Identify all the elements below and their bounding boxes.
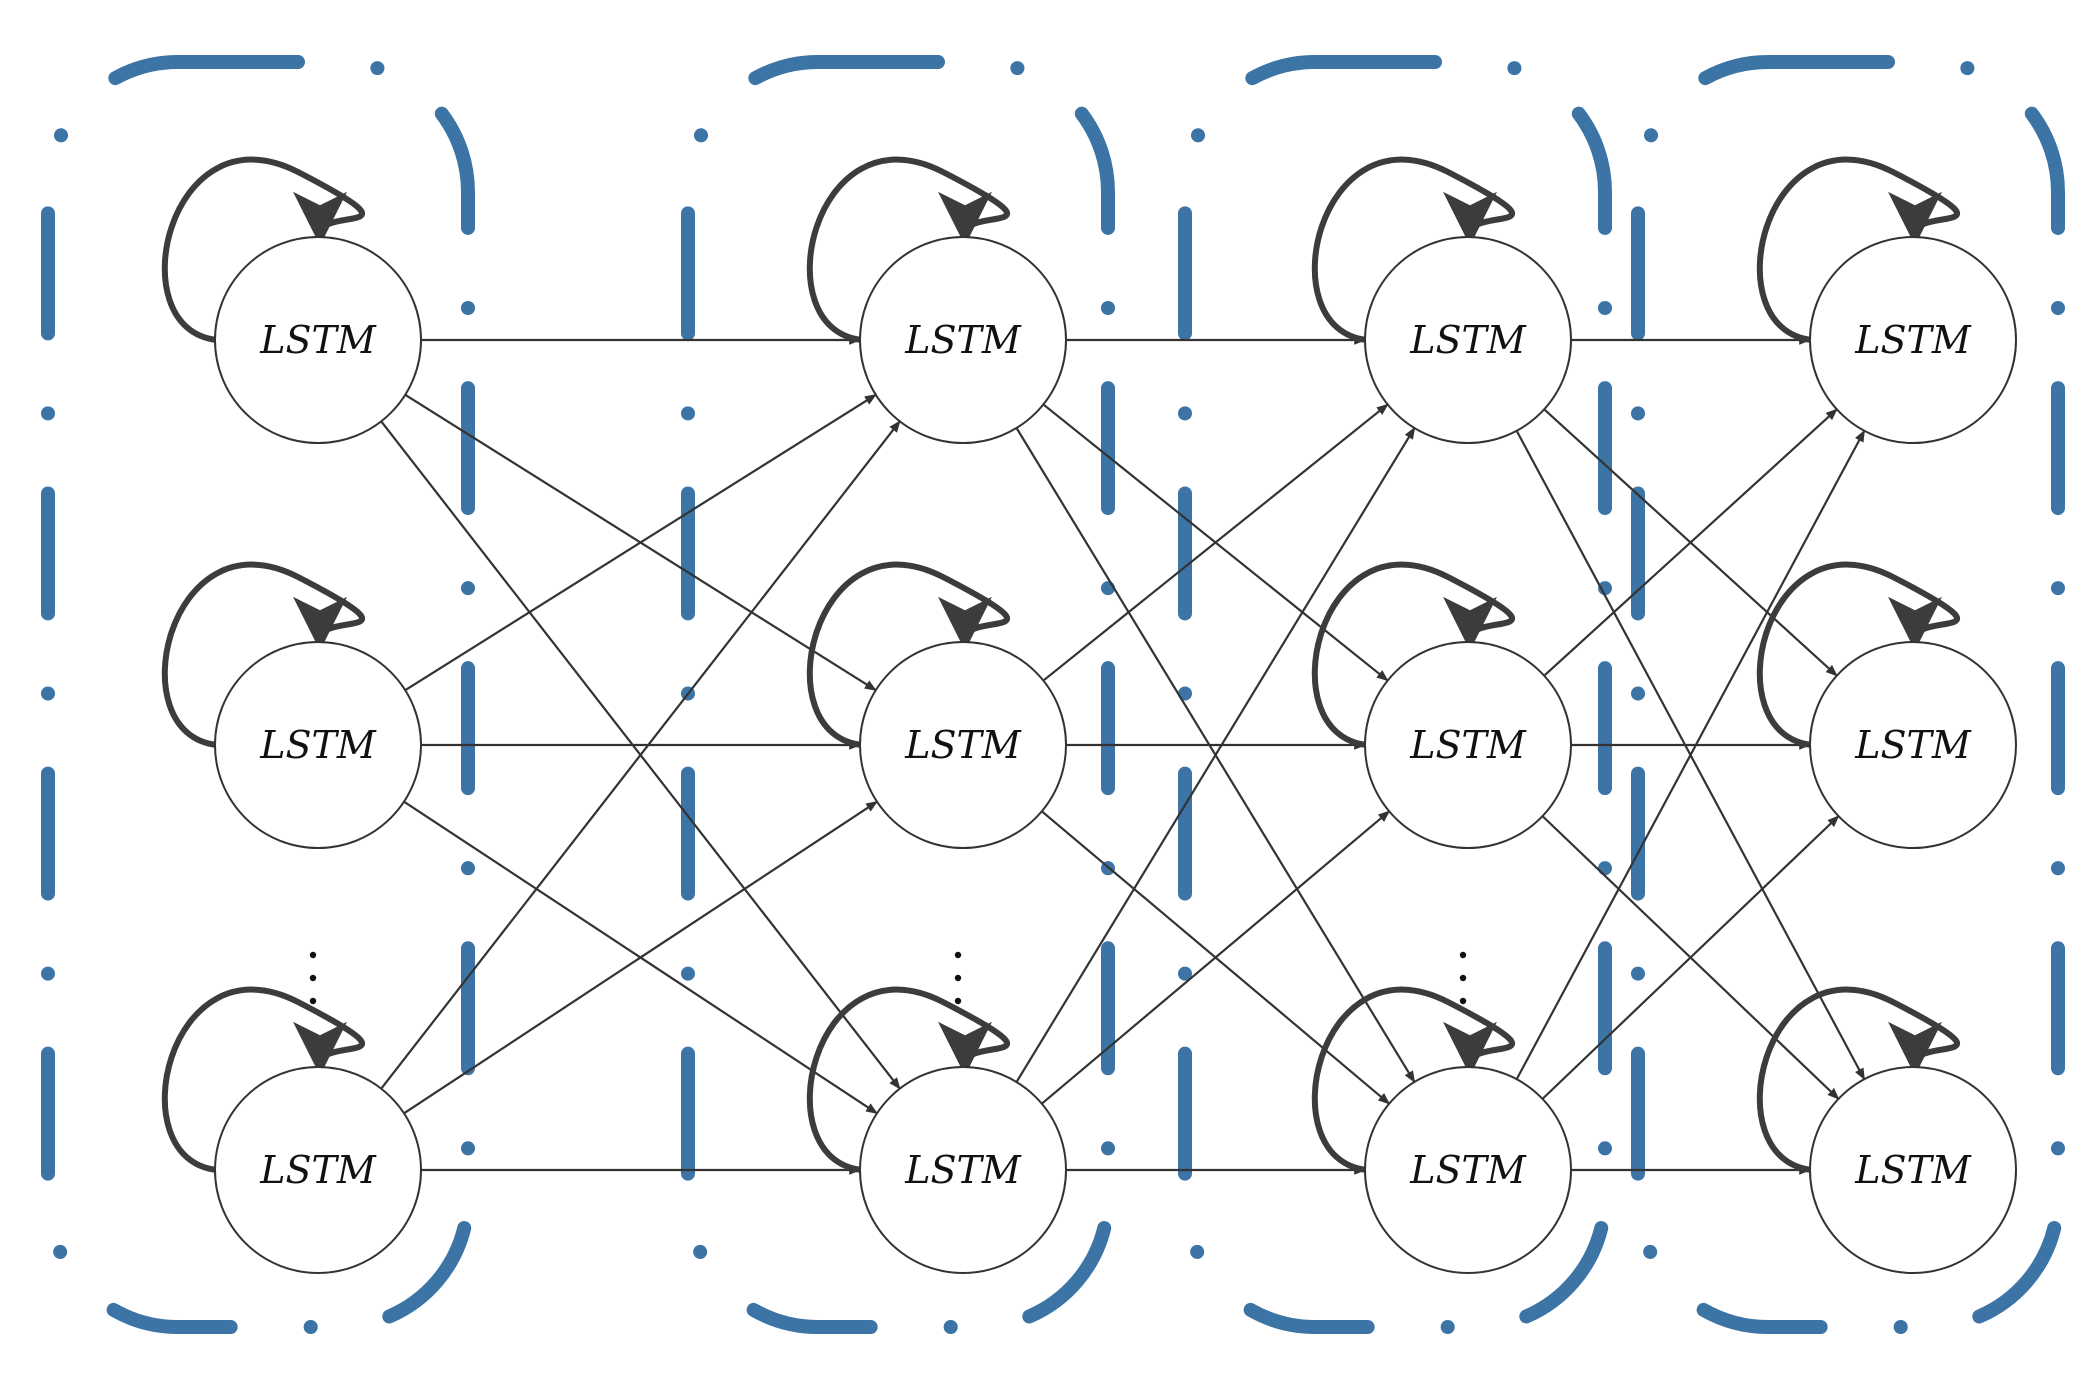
edge-l2n3-l3n1	[1015, 426, 1416, 1083]
lstm-node-circle	[1364, 236, 1572, 444]
lstm-node-l4-2: LSTM	[1756, 561, 2017, 849]
edge-l3n3-l4n2	[1541, 815, 1840, 1100]
ellipsis-marks	[309, 951, 1467, 1005]
ellipsis-l2	[954, 951, 962, 1005]
self-loop-arrow	[806, 561, 1011, 748]
lstm-node-circle	[1809, 641, 2017, 849]
self-loop-arrow	[1311, 156, 1516, 343]
edge-l2n2-l3n1	[1042, 403, 1389, 682]
edge-l3n3-l4n1	[1515, 429, 1866, 1080]
layer-group-4	[1631, 55, 2065, 1334]
lstm-nodes: LSTM LSTM LSTM LSTM LSTM LSTM LSTM LSTM LSTM LSTM…	[161, 156, 2017, 1274]
lstm-node-l3-2: LSTM	[1311, 561, 1572, 849]
layer-group-3	[1178, 55, 1612, 1334]
lstm-node-label: LSTM	[904, 1148, 1022, 1192]
lstm-node-circle	[859, 641, 1067, 849]
lstm-node-l3-1: LSTM	[1311, 156, 1572, 444]
lstm-node-circle	[1364, 641, 1572, 849]
lstm-node-label: LSTM	[1854, 318, 1972, 362]
ellipsis-l3	[1459, 951, 1467, 1005]
lstm-node-l2-3: LSTM	[806, 986, 1067, 1274]
lstm-node-l1-2: LSTM	[161, 561, 422, 849]
lstm-node-label: LSTM	[259, 1148, 377, 1192]
lstm-node-l4-3: LSTM	[1756, 986, 2017, 1274]
lstm-node-l2-2: LSTM	[806, 561, 1067, 849]
lstm-node-label: LSTM	[259, 723, 377, 767]
lstm-node-circle	[1809, 236, 2017, 444]
lstm-node-circle	[1364, 1066, 1572, 1274]
lstm-node-label: LSTM	[1854, 723, 1972, 767]
self-loop-arrow	[806, 986, 1011, 1173]
self-loop-arrow	[1756, 561, 1961, 748]
lstm-node-circle	[859, 1066, 1067, 1274]
lstm-node-label: LSTM	[904, 318, 1022, 362]
lstm-node-circle	[214, 641, 422, 849]
lstm-node-circle	[1809, 1066, 2017, 1274]
self-loop-arrow	[1756, 986, 1961, 1173]
edge-l1n2-l2n1	[404, 393, 877, 692]
lstm-node-label: LSTM	[1854, 1148, 1972, 1192]
layer-group-1	[41, 55, 475, 1334]
self-loop-arrow	[1311, 561, 1516, 748]
edge-l1n3-l2n2	[403, 800, 878, 1115]
edge-l2n3-l3n2	[1041, 810, 1391, 1105]
self-loop-arrow	[1311, 986, 1516, 1173]
self-loop-arrow	[161, 986, 366, 1173]
connections	[380, 335, 1866, 1175]
edge-l1n3-l2n1	[380, 420, 901, 1090]
lstm-node-label: LSTM	[1409, 1148, 1527, 1192]
edge-l3n2-l4n1	[1543, 408, 1838, 677]
lstm-node-label: LSTM	[1409, 318, 1527, 362]
lstm-node-l4-1: LSTM	[1756, 156, 2017, 444]
lstm-node-circle	[214, 236, 422, 444]
lstm-node-label: LSTM	[1409, 723, 1527, 767]
ellipsis-l1	[309, 951, 317, 1005]
lstm-node-l1-3: LSTM	[161, 986, 422, 1274]
lstm-node-l3-3: LSTM	[1311, 986, 1572, 1274]
lstm-node-l1-1: LSTM	[161, 156, 422, 444]
self-loop-arrow	[161, 156, 366, 343]
self-loop-arrow	[806, 156, 1011, 343]
self-loop-arrow	[161, 561, 366, 748]
lstm-node-circle	[214, 1066, 422, 1274]
lstm-node-label: LSTM	[904, 723, 1022, 767]
lstm-node-circle	[859, 236, 1067, 444]
self-loop-arrow	[1756, 156, 1961, 343]
lstm-node-label: LSTM	[259, 318, 377, 362]
lstm-node-l2-1: LSTM	[806, 156, 1067, 444]
